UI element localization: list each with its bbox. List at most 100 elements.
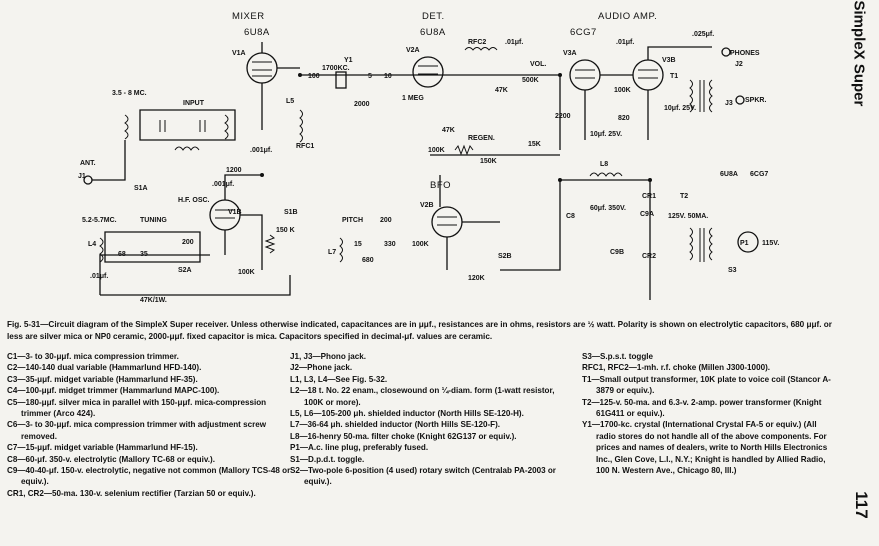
tube-v1a-grids xyxy=(252,61,272,77)
label-c200-bfo: 200 xyxy=(380,217,392,224)
label-r120k: 120K xyxy=(468,275,485,282)
running-title: SimpleX Super xyxy=(850,0,868,107)
junction xyxy=(648,178,652,182)
part-entry: RFC1, RFC2—1-mh. r.f. choke (Millen J300… xyxy=(582,363,771,373)
label-r150k2: 150 K xyxy=(276,227,295,234)
coil-l3 xyxy=(224,114,229,140)
label-c10x: 10 xyxy=(384,73,392,80)
coil-l4 xyxy=(99,237,104,263)
label-r2200: 2200 xyxy=(555,113,571,120)
label-regen: REGEN. xyxy=(468,135,495,142)
plate-bus xyxy=(300,74,561,150)
label-c200: 200 xyxy=(182,239,194,246)
label-c10-b: 10μf. 25V. xyxy=(664,105,696,112)
label-r15k: 15K xyxy=(528,141,541,148)
label-ant: ANT. xyxy=(80,160,96,167)
part-entry: C7—15-μμf. midget variable (Hammarlund H… xyxy=(7,443,198,453)
label-s1b: S1B xyxy=(284,209,298,216)
tube-det: 6U8A xyxy=(420,27,446,38)
label-r820: 820 xyxy=(618,115,630,122)
part-entry: T2—125-v. 50-ma. and 6.3-v. 2-amp. power… xyxy=(582,397,822,419)
ant-lead xyxy=(92,140,126,181)
label-v2b: V2B xyxy=(420,202,434,209)
label-t2: T2 xyxy=(680,193,688,200)
label-j3: J3 xyxy=(725,100,733,107)
osc-tank xyxy=(104,231,201,263)
label-c8: C8 xyxy=(566,213,575,220)
tube-v2a-grids xyxy=(418,65,438,75)
caption-text: —Circuit diagram of the SimpleX Super re… xyxy=(7,320,832,341)
label-hfosc: H.F. OSC. xyxy=(178,197,210,204)
label-y1: Y1 xyxy=(344,57,353,64)
v1b-leads xyxy=(224,174,263,270)
label-y1val: 1700KC. xyxy=(322,65,350,72)
crystal-y1 xyxy=(335,71,347,89)
label-r100k-regen: 100K xyxy=(428,147,445,154)
label-r47k-regen: 47K xyxy=(442,127,455,134)
header-audio: AUDIO AMP. xyxy=(598,11,657,22)
label-c68: 68 xyxy=(118,251,126,258)
tube-v3b xyxy=(632,59,664,91)
part-entry: C9—40-40-μf. 150-v. electrolytic, negati… xyxy=(7,466,291,487)
resistor-regen xyxy=(454,144,474,156)
input-tank xyxy=(139,109,236,141)
coil-l7 xyxy=(339,237,343,263)
parts-list-column-2: J1, J3—Phono jack.J2—Phone jack.L1, L3, … xyxy=(290,351,570,488)
label-s1a: S1A xyxy=(134,185,148,192)
label-v1a: V1A xyxy=(232,50,246,57)
tube-v1a xyxy=(246,52,278,84)
part-entry: C5—180-μμf. silver mica in parallel with… xyxy=(7,397,267,419)
label-c9a: C9A xyxy=(640,211,654,218)
tube-v1b-grids xyxy=(215,209,235,219)
label-c01-audio: .01μf. xyxy=(616,39,634,46)
audio-leads xyxy=(584,46,712,140)
part-entry: S2—Two-pole 6-position (4 used) rotary s… xyxy=(290,466,556,487)
label-l7: L7 xyxy=(328,249,336,256)
transformer-t2 xyxy=(689,227,713,262)
label-c5: 5 xyxy=(368,73,372,80)
label-c9b: C9B xyxy=(610,249,624,256)
label-c60: 60μf. 350V. xyxy=(590,205,626,212)
osc-ground xyxy=(99,254,210,295)
label-phones: PHONES xyxy=(730,50,760,57)
label-band1: 3.5 - 8 MC. xyxy=(112,90,147,97)
part-entry: C3—35-μμf. midget variable (Hammarlund H… xyxy=(7,374,198,384)
tube-v2b-grids xyxy=(437,216,457,226)
label-c100: 100 xyxy=(308,73,320,80)
part-entry: P1—A.c. line plug, preferably fused. xyxy=(290,443,429,453)
ground-bus xyxy=(100,275,291,296)
resistor-150k xyxy=(264,234,276,254)
label-v1b: V1B xyxy=(228,209,242,216)
label-pitch: PITCH xyxy=(342,217,363,224)
page-number: 117 xyxy=(852,491,871,519)
label-c001: .001μf. xyxy=(212,181,234,188)
part-entry: J1, J3—Phono jack. xyxy=(290,352,367,361)
part-entry: C4—100-μμf. midget trimmer (Hammarlund M… xyxy=(7,386,220,396)
circuit-schematic: MIXER 6U8A DET. 6U8A AUDIO AMP. 6CG7 V1A… xyxy=(78,11,779,304)
page-margin: SimpleX Super 117 xyxy=(843,0,879,546)
part-entry: C6—3- to 30-μμf. mica compression trimme… xyxy=(7,420,267,441)
junction xyxy=(558,178,562,182)
junction xyxy=(298,73,302,77)
tube-v3a-grids xyxy=(575,69,595,79)
header-det: DET. xyxy=(422,11,445,22)
tube-v3a xyxy=(569,59,601,91)
tube-mixer: 6U8A xyxy=(244,27,270,38)
figure-caption: Fig. 5-31—Circuit diagram of the SimpleX… xyxy=(7,319,839,343)
tube-v2a xyxy=(412,56,444,88)
label-v2a: V2A xyxy=(406,47,420,54)
label-r100k-bfo: 100K xyxy=(412,241,429,248)
b-plus-bus xyxy=(430,154,651,300)
jack-j3 xyxy=(735,95,745,105)
part-entry: S3—S.p.s.t. toggle xyxy=(582,352,654,361)
part-entry: L5, L6—105-200 μh. shielded inductor (No… xyxy=(290,409,524,419)
label-c001b: .001μf. xyxy=(250,147,272,154)
label-c680: 680 xyxy=(362,257,374,264)
label-v3a: V3A xyxy=(563,50,577,57)
label-c01-det: .01μf. xyxy=(505,39,523,46)
label-band2: 5.2-5.7MC. xyxy=(82,217,117,224)
label-115v: 115V. xyxy=(762,240,779,247)
label-l8: L8 xyxy=(600,161,608,168)
label-tube-ps1: 6U8A xyxy=(720,171,738,178)
